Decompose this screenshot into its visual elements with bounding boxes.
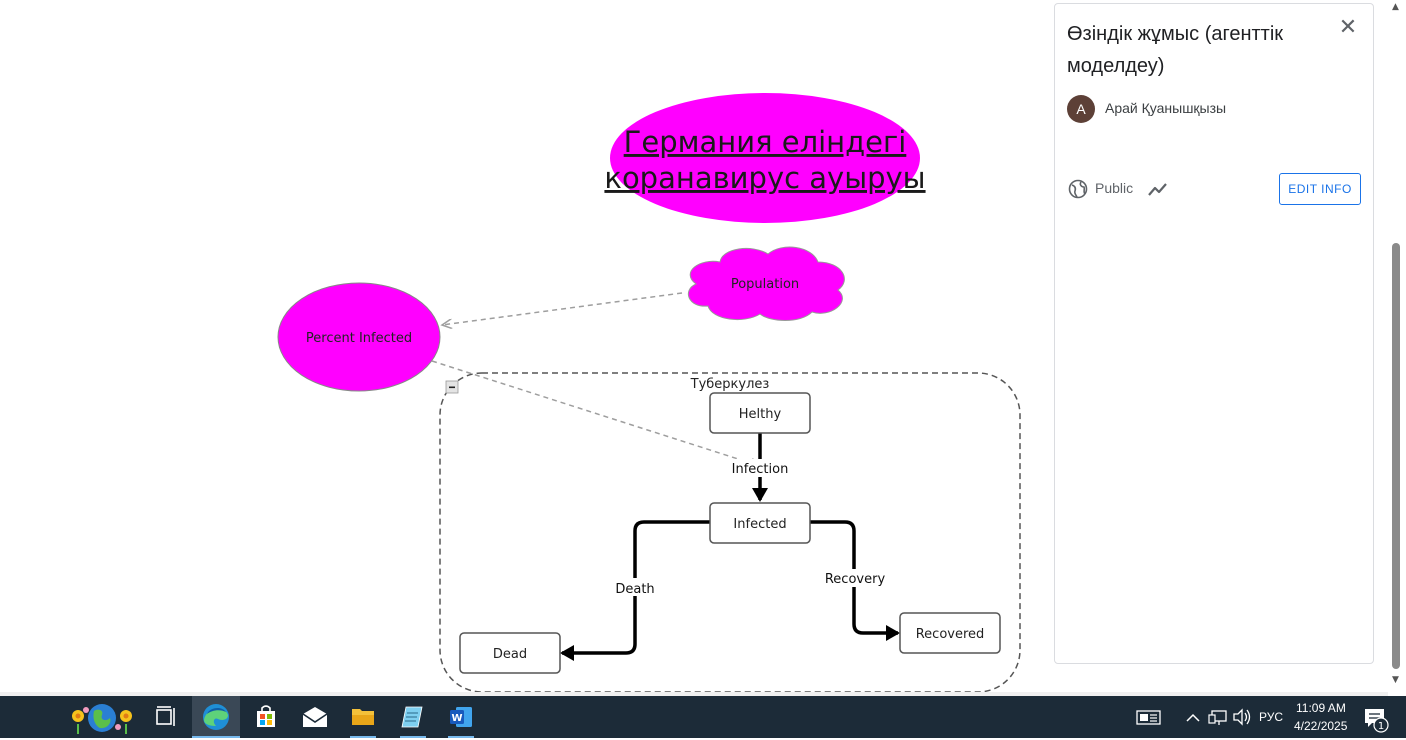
edge-browser-icon (203, 704, 229, 730)
population-label: Population (731, 277, 799, 292)
panel-title: Өзіндік жұмыс (агенттік моделдеу) (1067, 23, 1284, 77)
flow-death-label: Death (615, 582, 654, 597)
news-widget-icon[interactable] (1134, 696, 1164, 738)
page-divider (0, 692, 1388, 696)
chevron-up-icon[interactable] (1182, 696, 1204, 738)
scroll-thumb[interactable] (1392, 243, 1400, 669)
author-name[interactable]: Арай Қуанышқызы (1105, 100, 1227, 116)
scroll-down-arrow-icon[interactable]: ▼ (1392, 675, 1399, 685)
notebook-app-icon[interactable] (396, 696, 430, 738)
avatar[interactable]: А (1067, 95, 1095, 123)
flow-recovery[interactable]: Recovery (810, 520, 900, 641)
trending-icon[interactable] (1147, 178, 1169, 200)
stock-infected[interactable]: Infected (709, 502, 811, 544)
windows-taskbar: W РУС 11:09 AM 4/22/2025 1 (0, 696, 1406, 738)
globe-icon (1068, 179, 1088, 199)
model-diagram[interactable]: Германия еліндегі коранавирус ауыруы Pop… (0, 0, 1050, 696)
folder-collapse-button[interactable] (445, 380, 459, 394)
flow-death[interactable]: Death (560, 520, 710, 661)
stock-dead-label: Dead (493, 647, 527, 662)
notification-count: 1 (1378, 721, 1384, 732)
clock-time[interactable]: 11:09 AM (1296, 701, 1346, 715)
title-line-2: коранавирус ауыруы (604, 161, 925, 195)
volume-icon[interactable] (1230, 696, 1254, 738)
population-variable[interactable]: Population (687, 246, 845, 321)
stock-recovered-label: Recovered (916, 627, 985, 642)
close-button[interactable]: ✕ (1337, 16, 1359, 38)
stock-healthy-label: Helthy (739, 407, 782, 422)
mail-icon[interactable] (298, 696, 332, 738)
edit-info-button[interactable]: EDIT INFO (1279, 173, 1361, 205)
vertical-scrollbar[interactable]: ▲ ▼ (1388, 0, 1406, 696)
title-node[interactable]: Германия еліндегі коранавирус ауыруы (604, 93, 926, 223)
language-indicator[interactable]: РУС (1259, 710, 1284, 724)
stock-infected-label: Infected (733, 517, 786, 532)
flow-infection-label: Infection (732, 462, 789, 477)
svg-text:W: W (451, 713, 462, 724)
flow-recovery-label: Recovery (825, 572, 886, 587)
folder-label: Туберкулез (690, 377, 770, 392)
stock-healthy[interactable]: Helthy (709, 392, 811, 434)
percent-infected-variable[interactable]: Percent Infected (277, 282, 441, 392)
visibility-label: Public (1095, 180, 1134, 196)
minus-icon (449, 386, 455, 389)
network-icon[interactable] (1206, 696, 1230, 738)
link-percent-to-infection[interactable] (431, 360, 760, 466)
flow-infection[interactable]: Infection (728, 433, 792, 502)
file-explorer-icon[interactable] (346, 696, 380, 738)
clock-date[interactable]: 4/22/2025 (1294, 719, 1348, 733)
close-icon: ✕ (1338, 14, 1358, 39)
scroll-up-arrow-icon[interactable]: ▲ (1392, 2, 1399, 12)
info-panel: Өзіндік жұмыс (агенттік моделдеу) ✕ А Ар… (1054, 3, 1374, 664)
microsoft-store-icon[interactable] (250, 696, 282, 738)
taskbar-edge-button[interactable] (192, 696, 240, 738)
stock-dead[interactable]: Dead (459, 632, 561, 674)
title-line-1: Германия еліндегі (624, 125, 907, 159)
task-view-icon[interactable] (150, 696, 182, 738)
stock-recovered[interactable]: Recovered (899, 612, 1001, 654)
percent-infected-label: Percent Infected (306, 331, 412, 346)
notification-center-icon[interactable]: 1 (1360, 696, 1390, 738)
word-icon[interactable]: W (444, 696, 478, 738)
search-highlight-icon[interactable] (66, 696, 138, 738)
link-population-to-percent[interactable] (442, 292, 683, 325)
page: Германия еліндегі коранавирус ауыруы Pop… (0, 0, 1406, 696)
